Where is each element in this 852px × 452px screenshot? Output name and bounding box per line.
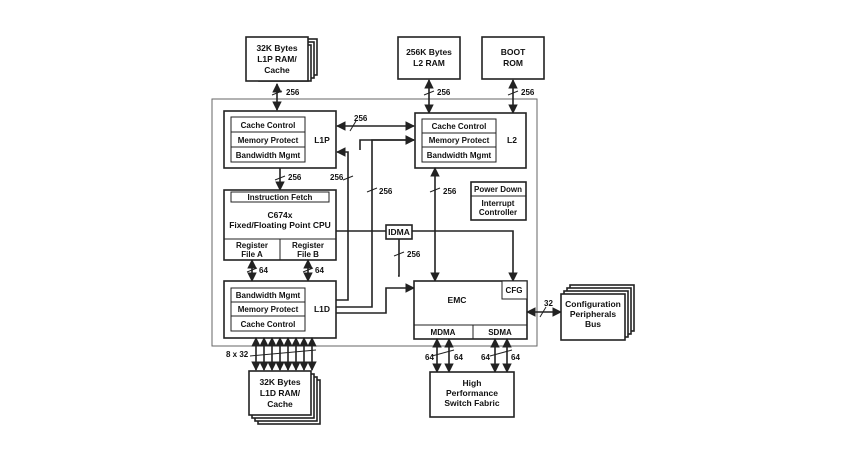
- config-bus-line2: Peripherals: [570, 309, 617, 319]
- idma-label: IDMA: [388, 227, 410, 237]
- switch-fabric-line3: Switch Fabric: [444, 398, 500, 408]
- l1d-row-cache-control: Cache Control: [241, 320, 296, 329]
- switch-fabric-line2: Performance: [446, 388, 498, 398]
- reg-a-line1: Register: [236, 241, 268, 250]
- l1p-row-memory-protect: Memory Protect: [238, 136, 299, 145]
- idma-block: IDMA 256: [336, 224, 518, 282]
- boot-rom-block: BOOT ROM: [481, 36, 545, 80]
- config-bus-block: Configuration Peripherals Bus: [560, 284, 635, 341]
- bus-label-cfg-bus: 32: [544, 299, 553, 308]
- reg-b-line2: File B: [297, 250, 319, 259]
- l1p-row-cache-control: Cache Control: [241, 121, 296, 130]
- core-boundary: [211, 98, 538, 347]
- l2-row-memory-protect: Memory Protect: [429, 136, 490, 145]
- l1p-ram-line1: 32K Bytes: [256, 43, 297, 53]
- boot-rom-line2: ROM: [503, 58, 523, 68]
- bus-label-l1p-cpu: 256: [288, 173, 302, 182]
- l1d-ram-block: 32K Bytes L1D RAM/ Cache: [248, 370, 321, 425]
- bus-label-reg-b: 64: [315, 266, 324, 275]
- bus-label-reg-a: 64: [259, 266, 268, 275]
- l2-ram-line1: 256K Bytes: [406, 47, 452, 57]
- emc-sdma: SDMA: [488, 328, 512, 337]
- cpu-block: Instruction Fetch C674x Fixed/Floating P…: [223, 189, 337, 261]
- interrupt-line2: Controller: [479, 208, 517, 217]
- cpu-line2: Fixed/Floating Point CPU: [229, 220, 331, 230]
- cpu-instruction-fetch: Instruction Fetch: [248, 193, 313, 202]
- config-bus-line1: Configuration: [565, 299, 621, 309]
- boot-rom-line1: BOOT: [501, 47, 526, 57]
- bus-label-l1p-l2: 256: [354, 114, 368, 123]
- l1d-ram-line1: 32K Bytes: [259, 377, 300, 387]
- l1p-block: Cache Control Memory Protect Bandwidth M…: [223, 110, 337, 169]
- l1p-ram-line3: Cache: [264, 65, 290, 75]
- l2-ram-block: 256K Bytes L2 RAM: [397, 36, 461, 80]
- bus-label-l2-ram: 256: [437, 88, 451, 97]
- l1d-name: L1D: [314, 304, 330, 314]
- emc-mdma: MDMA: [431, 328, 456, 337]
- bus-label-l2-l1p: 256: [330, 173, 344, 182]
- bus-label-sdma-b: 64: [511, 353, 520, 362]
- l1d-ram-line3: Cache: [267, 399, 293, 409]
- emc-block: EMC CFG MDMA SDMA: [413, 280, 528, 340]
- interrupt-line1: Interrupt: [482, 199, 515, 208]
- power-down-label: Power Down: [474, 185, 522, 194]
- bus-label-boot-rom: 256: [521, 88, 535, 97]
- bus-label-mdma-b: 64: [454, 353, 463, 362]
- l2-name: L2: [507, 135, 517, 145]
- l1d-block: Bandwidth Mgmt Memory Protect Cache Cont…: [223, 280, 337, 339]
- l1d-row-bandwidth-mgmt: Bandwidth Mgmt: [236, 291, 301, 300]
- cpu-line1: C674x: [267, 210, 292, 220]
- l1d-ram-line2: L1D RAM/: [260, 388, 301, 398]
- power-interrupt-block: Power Down Interrupt Controller: [470, 181, 527, 221]
- l2-row-bandwidth-mgmt: Bandwidth Mgmt: [427, 151, 492, 160]
- bus-label-idma-l2: 256: [379, 187, 393, 196]
- l2-block: Cache Control Memory Protect Bandwidth M…: [414, 112, 527, 169]
- bus-label-l1p-ram: 256: [286, 88, 300, 97]
- switch-fabric-block: High Performance Switch Fabric: [429, 371, 515, 418]
- switch-fabric-line1: High: [463, 378, 482, 388]
- bus-label-mdma-a: 64: [425, 353, 434, 362]
- reg-a-line2: File A: [241, 250, 263, 259]
- reg-b-line1: Register: [292, 241, 324, 250]
- l1p-name: L1P: [314, 135, 330, 145]
- l1d-row-memory-protect: Memory Protect: [238, 305, 299, 314]
- l1p-ram-line2: L1P RAM/: [257, 54, 297, 64]
- bus-label-idma-emc: 256: [407, 250, 421, 259]
- l2-row-cache-control: Cache Control: [432, 122, 487, 131]
- bus-label-l2-emc: 256: [443, 187, 457, 196]
- bus-label-sdma-a: 64: [481, 353, 490, 362]
- emc-cfg: CFG: [506, 286, 523, 295]
- l1d-ram-buses: 8 x 32: [226, 337, 317, 371]
- l1p-ram-block: 32K Bytes L1P RAM/ Cache: [245, 36, 318, 82]
- l1p-row-bandwidth-mgmt: Bandwidth Mgmt: [236, 151, 301, 160]
- bus-label-l1d-ram: 8 x 32: [226, 350, 249, 359]
- config-bus-line3: Bus: [585, 319, 601, 329]
- emc-name: EMC: [448, 295, 467, 305]
- l2-ram-line2: L2 RAM: [413, 58, 445, 68]
